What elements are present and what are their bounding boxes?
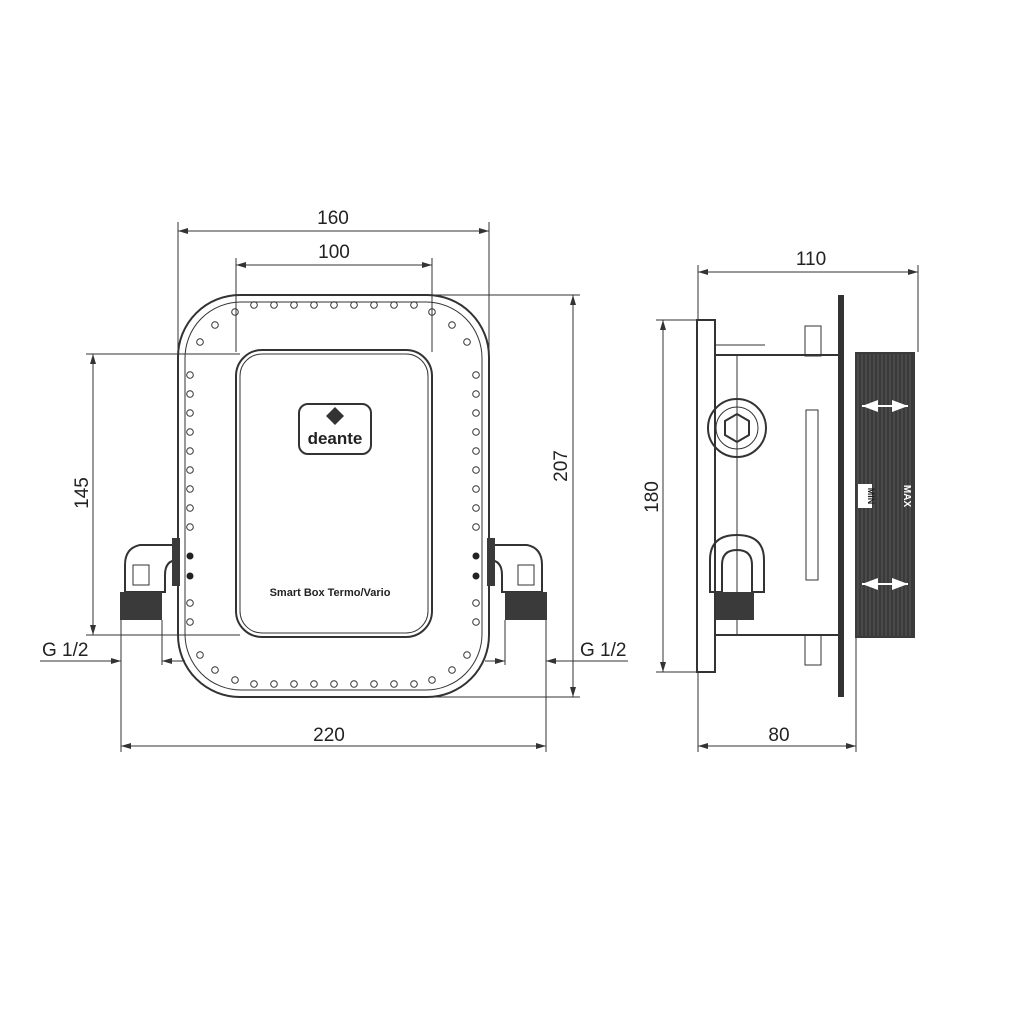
mounting-hole <box>290 680 298 688</box>
mounting-hole <box>472 390 480 398</box>
mounting-hole <box>250 680 258 688</box>
dim-thread-left: G 1/2 <box>40 620 185 665</box>
deante-logo: deante <box>298 403 372 455</box>
dim-145: 145 <box>72 353 240 636</box>
brand-text: deante <box>308 429 363 448</box>
svg-text:110: 110 <box>796 249 826 270</box>
mounting-hole <box>186 428 194 436</box>
flange <box>696 319 716 673</box>
outlet-elbow <box>709 533 765 620</box>
mounting-hole <box>330 680 338 688</box>
mounting-hole <box>310 680 318 688</box>
box-outline <box>177 294 490 698</box>
mounting-hole <box>186 523 194 531</box>
mounting-hole <box>463 651 471 659</box>
mounting-hole <box>231 676 239 684</box>
mounting-hole <box>250 301 258 309</box>
mounting-hole <box>410 301 418 309</box>
mounting-hole <box>211 666 219 674</box>
mounting-hole <box>410 680 418 688</box>
mounting-hole <box>270 680 278 688</box>
svg-text:145: 145 <box>72 477 93 509</box>
mounting-hole <box>390 680 398 688</box>
max-label: MAX <box>901 485 912 508</box>
mounting-hole <box>290 301 298 309</box>
mounting-hole <box>472 523 480 531</box>
mounting-hole <box>472 447 480 455</box>
mounting-plate <box>838 295 844 697</box>
mounting-hole <box>186 447 194 455</box>
left-inlet-fitting <box>120 538 180 620</box>
product-label: Smart Box Termo/Vario <box>270 587 391 599</box>
cover-plate <box>235 349 433 638</box>
mounting-hole <box>330 301 338 309</box>
mounting-holes <box>186 301 480 688</box>
svg-text:G 1/2: G 1/2 <box>42 640 88 661</box>
mounting-hole <box>186 599 194 607</box>
mounting-hole <box>448 321 456 329</box>
dim-110: 110 <box>697 249 919 352</box>
svg-text:80: 80 <box>768 725 789 746</box>
dim-100: 100 <box>235 242 433 352</box>
min-label: MIN <box>866 488 876 505</box>
mounting-hole <box>270 301 278 309</box>
mounting-hole <box>448 666 456 674</box>
dim-160: 160 <box>177 208 490 360</box>
hex-nut <box>707 398 767 458</box>
mounting-hole <box>472 409 480 417</box>
mounting-hole <box>186 409 194 417</box>
cover-plate-inner <box>239 353 429 634</box>
mounting-hole <box>186 504 194 512</box>
mounting-hole <box>231 308 239 316</box>
mounting-hole <box>390 301 398 309</box>
mounting-hole <box>472 599 480 607</box>
mounting-hole <box>472 428 480 436</box>
front-view: deante Smart Box Termo/Vario 160 100 <box>40 208 628 752</box>
mounting-hole <box>211 321 219 329</box>
mounting-hole <box>370 301 378 309</box>
mounting-hole <box>472 466 480 474</box>
mounting-hole <box>186 390 194 398</box>
mounting-hole <box>196 651 204 659</box>
mounting-hole <box>186 618 194 626</box>
dim-thread-right: G 1/2 <box>485 620 628 665</box>
side-view: MIN MAX 110 180 80 <box>642 249 919 752</box>
box-inner-rim <box>184 301 483 691</box>
mounting-hole <box>186 466 194 474</box>
dim-220: 220 <box>120 620 547 752</box>
svg-text:180: 180 <box>642 481 663 513</box>
mounting-hole <box>472 504 480 512</box>
mounting-hole <box>350 680 358 688</box>
mounting-hole <box>472 485 480 493</box>
dim-207: 207 <box>420 294 580 698</box>
mounting-hole <box>472 618 480 626</box>
mounting-hole <box>350 301 358 309</box>
mounting-hole <box>370 680 378 688</box>
svg-text:220: 220 <box>313 725 345 746</box>
svg-text:160: 160 <box>317 208 349 229</box>
svg-text:207: 207 <box>551 450 572 482</box>
mounting-hole <box>463 338 471 346</box>
dim-180: 180 <box>642 319 700 673</box>
svg-text:100: 100 <box>318 242 350 263</box>
mounting-hole <box>186 485 194 493</box>
right-inlet-fitting <box>487 538 547 620</box>
mounting-hole <box>472 371 480 379</box>
mounting-hole <box>310 301 318 309</box>
mounting-hole <box>196 338 204 346</box>
mounting-hole <box>428 676 436 684</box>
dim-80: 80 <box>697 638 857 752</box>
mounting-hole <box>186 371 194 379</box>
svg-text:G 1/2: G 1/2 <box>580 640 626 661</box>
